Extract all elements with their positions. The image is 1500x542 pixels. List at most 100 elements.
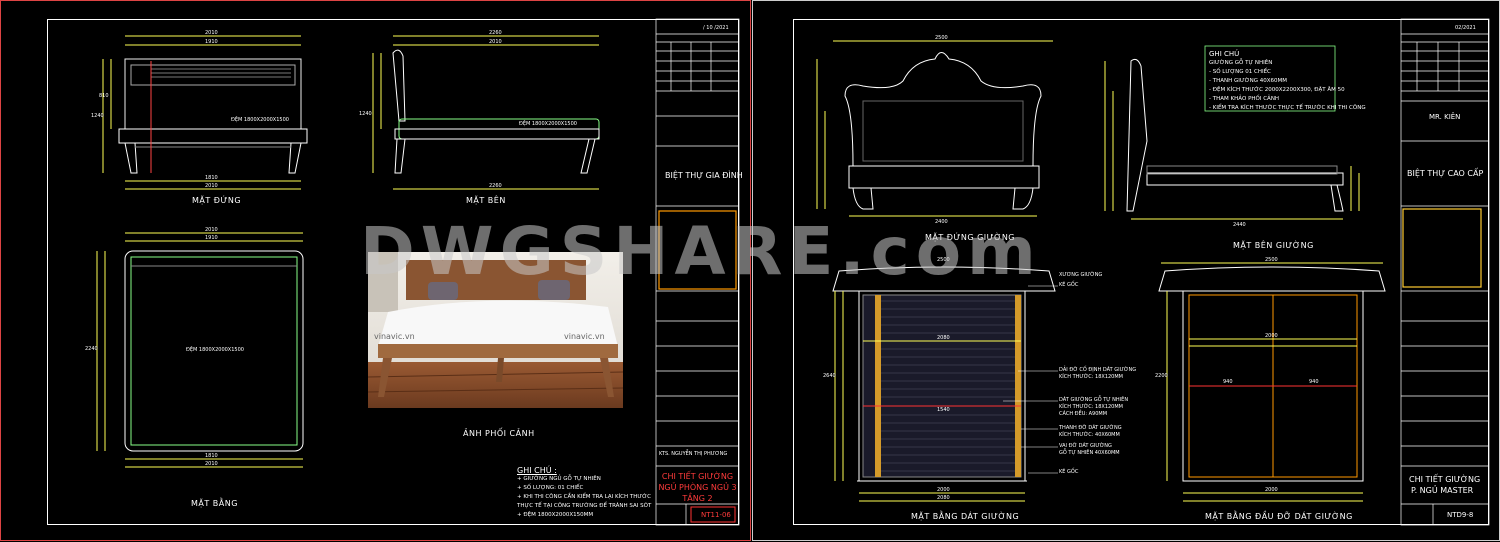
drawing-sheet-2: MẶT ĐỨNG GIƯỜNG MẶT BÊN GIƯỜNG MẶT BẰNG … — [752, 0, 1500, 541]
mattress-label-front: ĐỆM 1800X2000X1500 — [231, 117, 289, 123]
front-view-label: MẶT ĐỨNG — [192, 196, 242, 205]
dim-plan-bottom: 1810 — [205, 453, 218, 459]
note-line: + ĐỆM 1800X2000X150MM — [517, 512, 594, 518]
sheet-2-frame — [793, 19, 1489, 525]
dim-front-inner: 1910 — [205, 39, 218, 45]
sheet-1-drawings — [96, 18, 740, 526]
callout-12: KÉ GỐC — [1059, 469, 1079, 475]
dim-front-bottom: 1810 — [205, 175, 218, 181]
ornate-bed-side — [1104, 58, 1360, 220]
dim-front-top: 2010 — [205, 30, 218, 36]
notes-box-2 — [1204, 45, 1336, 112]
dim-slat-width: 2080 — [937, 335, 950, 341]
slat-plan-label: MẶT BẰNG DÁT GIƯỜNG — [911, 512, 1020, 521]
dim-slat-top: 2500 — [937, 257, 950, 263]
note-2-line: GIƯỜNG GỖ TỰ NHIÊN — [1209, 60, 1273, 66]
callout-2: KÉ GỐC — [1059, 282, 1079, 288]
titleblock-1-drawing-title: CHI TIẾT GIƯỜNG NGỦ PHÒNG NGỦ 3 TẦNG 2 — [658, 472, 737, 503]
notes-title: GHI CHÚ : — [517, 466, 557, 475]
ornate-bed-front — [816, 40, 1053, 217]
callout-7: CÁCH ĐỀU: A90MM — [1059, 411, 1108, 417]
titleblock-2-drawing-title-1: CHI TIẾT GIƯỜNG — [1409, 475, 1481, 484]
dim-slat-overall: 2080 — [937, 495, 950, 501]
dim-side-bottom: 2260 — [489, 183, 502, 189]
callout-11: GỖ TỰ NHIÊN 40X60MM — [1059, 450, 1120, 456]
sheet-2-titleblock-lines — [1400, 18, 1490, 526]
titleblock-1-orange-frame — [658, 210, 737, 290]
dim-ornate-top: 2500 — [935, 35, 948, 41]
callout-6: KÍCH THƯỚC: 18X120MM — [1059, 404, 1123, 410]
plan-view-bed — [96, 232, 304, 468]
dim-side-left: 1240 — [359, 111, 372, 117]
note-line: + KHI THI CÔNG CẦN KIỂM TRA LẠI KÍCH THƯ… — [517, 494, 651, 500]
photo-watermark-right: vinavic.vn — [564, 332, 605, 341]
slat-lines — [881, 300, 1015, 472]
note-2-line: - SỐ LƯỢNG 01 CHIẾC — [1209, 69, 1271, 75]
drawing-sheet-1: MẶT ĐỨNG MẶT BÊN MẶT BẰNG ẢNH PHỐI CẢNH … — [0, 0, 751, 541]
dwgshare-watermark: DWGSHARE.com — [360, 213, 1042, 290]
mattress-label-side: ĐỆM 1800X2000X1500 — [519, 121, 577, 127]
titleblock-1-date: / 10 /2021 — [703, 25, 729, 31]
note-line: + GIƯỜNG NGỦ GỖ TỰ NHIÊN — [517, 476, 601, 482]
bed-render-image — [368, 252, 623, 408]
dim-front-overall: 2010 — [205, 183, 218, 189]
dim-plan-inner: 1910 — [205, 235, 218, 241]
dim-support-half-left: 940 — [1223, 379, 1233, 385]
note-line: THỰC TẾ TẠI CÔNG TRƯỜNG ĐỂ TRÁNH SAI SÓT — [517, 503, 652, 509]
callout-3: DẢI ĐỠ CỐ ĐỊNH DÁT GIƯỜNG — [1059, 367, 1137, 373]
ornate-front-label: MẶT ĐỨNG GIƯỜNG — [925, 233, 1016, 242]
dim-side-inner: 2010 — [489, 39, 502, 45]
titleblock-2-drawing-title-2: P. NGỦ MASTER — [1411, 486, 1474, 495]
plan-view-label: MẶT BẰNG — [191, 499, 238, 508]
dim-ornate-bottom: 2400 — [935, 219, 948, 225]
titleblock-2-project: BIỆT THỰ CAO CẤP — [1407, 169, 1484, 178]
note-2-line: - ĐỆM KÍCH THƯỚC 2000X2200X300, ĐẶT ÂM 5… — [1209, 87, 1345, 93]
callout-1: XƯƠNG GIƯỜNG — [1059, 272, 1103, 278]
dim-slat-left: 2640 — [823, 373, 836, 379]
dim-side-length: 2440 — [1233, 222, 1246, 228]
side-view-label: MẶT BÊN — [466, 196, 506, 205]
dim-front-left-2: 810 — [99, 93, 109, 99]
callout-4: KÍCH THƯỚC: 18X120MM — [1059, 374, 1123, 380]
dim-plan-left: 2240 — [85, 346, 98, 352]
notes-2-title: GHI CHÚ — [1209, 50, 1240, 58]
dim-slat-bottom: 2000 — [937, 487, 950, 493]
sheet-1-titleblock-lines — [655, 18, 740, 526]
support-plan — [1158, 262, 1386, 502]
mattress-label-plan: ĐỆM 1800X2000X1500 — [186, 347, 244, 353]
ornate-side-label: MẶT BÊN GIƯỜNG — [1233, 241, 1314, 250]
callout-5: DÁT GIƯỜNG GỖ TỰ NHIÊN — [1059, 397, 1129, 403]
dim-front-left: 1240 — [91, 113, 104, 119]
sheet-2-notes: GHI CHÚ GIƯỜNG GỖ TỰ NHIÊN - SỐ LƯỢNG 01… — [1209, 50, 1366, 113]
dim-support-left: 2200 — [1155, 373, 1168, 379]
callout-leaders — [1003, 285, 1058, 474]
dim-support-bottom: 2000 — [1265, 487, 1278, 493]
note-2-line: - THAM KHẢO PHỐI CẢNH — [1209, 96, 1280, 102]
sheet-1-notes: GHI CHÚ : + GIƯỜNG NGỦ GỖ TỰ NHIÊN + SỐ … — [517, 466, 651, 520]
dim-side-top: 2260 — [489, 30, 502, 36]
slat-plan — [832, 266, 1056, 502]
callout-10: VAI ĐỠ DÁT GIƯỜNG — [1059, 443, 1112, 449]
titleblock-1-designer: KTS. NGUYỄN THỊ PHƯƠNG — [659, 451, 728, 457]
sheet-2-drawings — [816, 18, 1490, 526]
front-view-bed — [102, 35, 308, 190]
dim-plan-top: 2010 — [205, 227, 218, 233]
dim-slat-center: 1540 — [937, 407, 950, 413]
titleblock-1-sheet-no-frame — [690, 506, 736, 523]
titleblock-1-sheet-no: NT11-06 — [701, 511, 731, 519]
perspective-photo: vinavic.vn vinavic.vn — [368, 252, 623, 408]
callout-8: THANH ĐỠ DÁT GIƯỜNG — [1059, 425, 1122, 431]
side-view-bed — [372, 35, 600, 190]
support-plan-label: MẶT BẰNG ĐẦU ĐỠ DÁT GIƯỜNG — [1205, 512, 1353, 521]
callout-9: KÍCH THƯỚC: 40X60MM — [1059, 432, 1120, 438]
note-2-line: - THANH GIƯỜNG 40X60MM — [1209, 78, 1287, 84]
titleblock-1-project: BIỆT THỰ GIA ĐÌNH — [665, 171, 743, 180]
dim-support-top: 2500 — [1265, 257, 1278, 263]
dim-plan-overall: 2010 — [205, 461, 218, 467]
dim-support-half-right: 940 — [1309, 379, 1319, 385]
note-line: + SỐ LƯỢNG: 01 CHIẾC — [517, 485, 584, 491]
titleblock-2-sheet-no: NTD9-8 — [1447, 511, 1474, 519]
titleblock-2-date: 02/2021 — [1455, 25, 1476, 31]
titleblock-2-yellow-frame — [1402, 208, 1482, 288]
dim-support-width: 2000 — [1265, 333, 1278, 339]
